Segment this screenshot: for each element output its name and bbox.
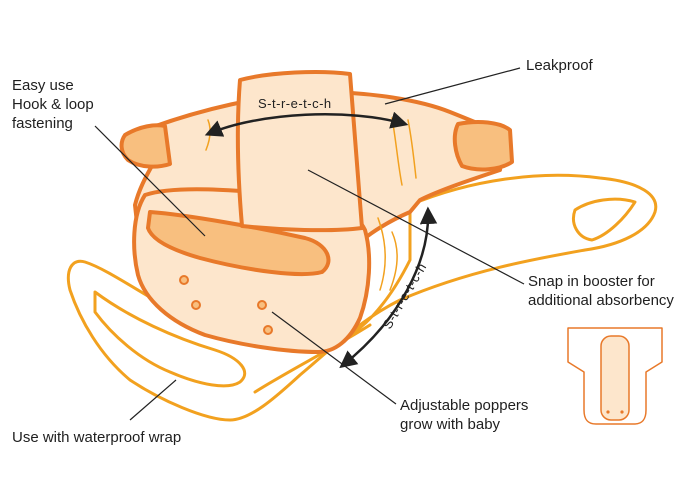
- stretch-arrow-top: [204, 111, 409, 137]
- front-fastening-strip: [146, 210, 331, 277]
- thumbnail-outline: [567, 327, 663, 425]
- leader-lines: [94, 67, 525, 421]
- right-hook-loop-tab: [452, 120, 514, 172]
- leader-line-fastening: [94, 125, 206, 237]
- flat-diaper-thumbnail: [567, 327, 663, 425]
- leader-line-booster: [307, 169, 525, 285]
- leader-line-leakproof: [384, 67, 521, 105]
- label-leakproof: Leakproof: [526, 57, 593, 74]
- label-booster: Snap in booster for additional absorbenc…: [528, 273, 674, 309]
- leader-line-poppers: [271, 311, 397, 405]
- adjustable-poppers: [179, 275, 273, 335]
- booster-insert: [235, 70, 364, 233]
- label-fastening: Easy use Hook & loop fastening: [12, 77, 94, 132]
- stretch-label-top: S-t-r-e-t-c-h: [258, 96, 332, 111]
- label-wrap: Use with waterproof wrap: [12, 429, 182, 446]
- label-poppers: Adjustable poppers grow with baby: [400, 397, 529, 433]
- thumbnail-booster: [600, 335, 630, 421]
- stretch-arrow-side: [339, 206, 438, 369]
- left-hook-loop-tab: [119, 123, 172, 169]
- leader-line-wrap: [129, 379, 177, 421]
